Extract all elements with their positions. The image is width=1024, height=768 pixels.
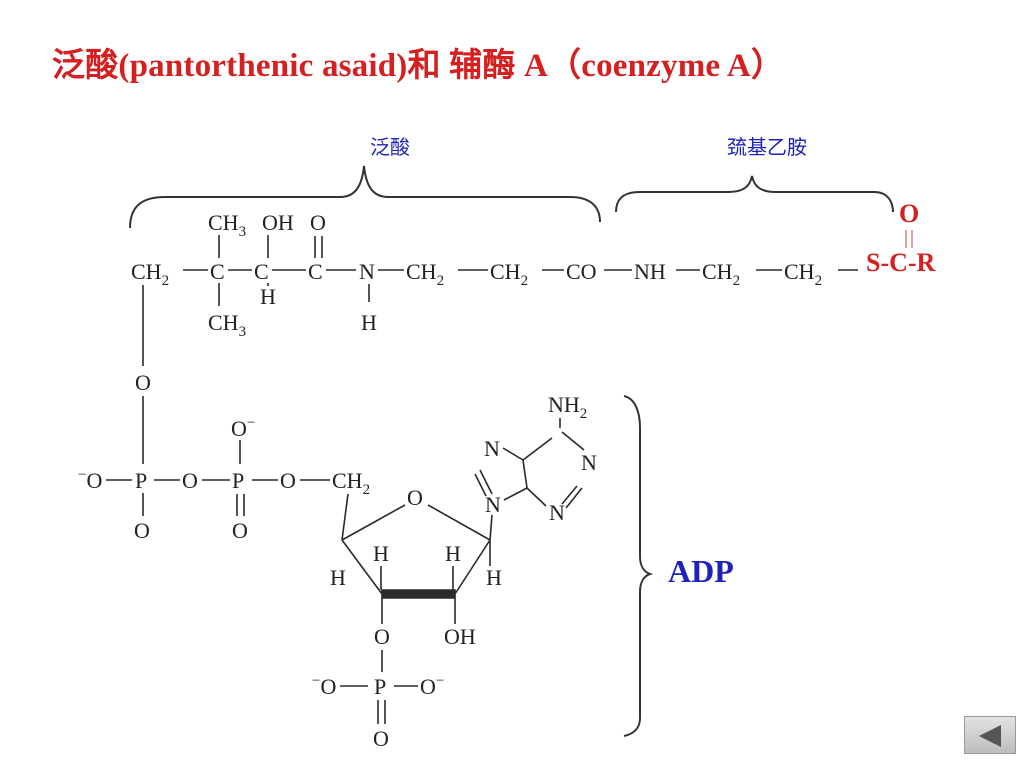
phosphate-oxygen: O <box>134 518 150 543</box>
ch3-top: CH3 <box>208 210 246 240</box>
phosphate-oxygen: O <box>232 518 248 543</box>
phosphate-o-minus-right: O− <box>420 673 444 699</box>
ch2-group: CH2 <box>702 259 740 289</box>
ch2-group: CH2 <box>490 259 528 289</box>
ch2-group: CH2 <box>406 259 444 289</box>
ribose-ring-oxygen: O <box>407 485 423 510</box>
ch2-group: CH2 <box>131 259 169 289</box>
pantothenic-acid-brace <box>129 165 601 229</box>
adenine-n9: N <box>485 492 501 517</box>
phosphate-o-minus-left: −O <box>312 673 336 699</box>
phosphate-o-minus-top: O− <box>231 415 255 441</box>
hydroxyl-group: OH <box>262 210 294 235</box>
phosphate-o-minus-left: −O <box>78 467 102 493</box>
carbon-quaternary: C <box>210 259 225 284</box>
pantothenic-acid-label: 泛酸 <box>370 135 410 159</box>
ch2-ribose: CH2 <box>332 468 370 498</box>
hydrogen: H <box>260 284 276 309</box>
previous-slide-button[interactable] <box>964 716 1016 754</box>
ribose-2-hydroxyl: OH <box>444 624 476 649</box>
ch2-group: CH2 <box>784 259 822 289</box>
phosphorus-3: P <box>374 674 386 699</box>
amino-group: NH2 <box>548 392 587 422</box>
adp-label: ADP <box>668 553 734 589</box>
bridge-oxygen: O <box>135 370 151 395</box>
thioester-carbonyl-o: O <box>899 199 919 228</box>
hydrogen: H <box>373 541 389 566</box>
bridge-oxygen: O <box>182 468 198 493</box>
hydrogen: H <box>361 310 377 335</box>
hydrogen: H <box>486 565 502 590</box>
adenine-n7: N <box>484 436 500 461</box>
adp-brace <box>623 395 654 737</box>
carbon-alcohol: C <box>254 259 269 284</box>
hydrogen: H <box>445 541 461 566</box>
ribose-3-oxygen: O <box>374 624 390 649</box>
adenine-n3: N <box>549 500 565 525</box>
amide-oxygen: O <box>310 210 326 235</box>
bridge-oxygen: O <box>280 468 296 493</box>
nh-group: NH <box>634 259 666 284</box>
nitrogen-amide: N <box>359 259 375 284</box>
cysteamine-brace <box>615 175 894 213</box>
thioester-group: S-C-R <box>866 248 936 277</box>
ch3-bottom: CH3 <box>208 310 246 340</box>
phosphorus-alpha: P <box>135 468 147 493</box>
phosphorus-beta: P <box>232 468 244 493</box>
cysteamine-label: 巯基乙胺 <box>727 135 807 159</box>
triangle-left-icon <box>979 725 1001 747</box>
carbon-amide: C <box>308 259 323 284</box>
adenine-n1: N <box>581 450 597 475</box>
hydrogen: H <box>330 565 346 590</box>
co-group: CO <box>566 259 597 284</box>
phosphate-oxygen: O <box>373 726 389 751</box>
page-title: 泛酸(pantorthenic asaid)和 辅酶 A（coenzyme A） <box>52 48 785 84</box>
